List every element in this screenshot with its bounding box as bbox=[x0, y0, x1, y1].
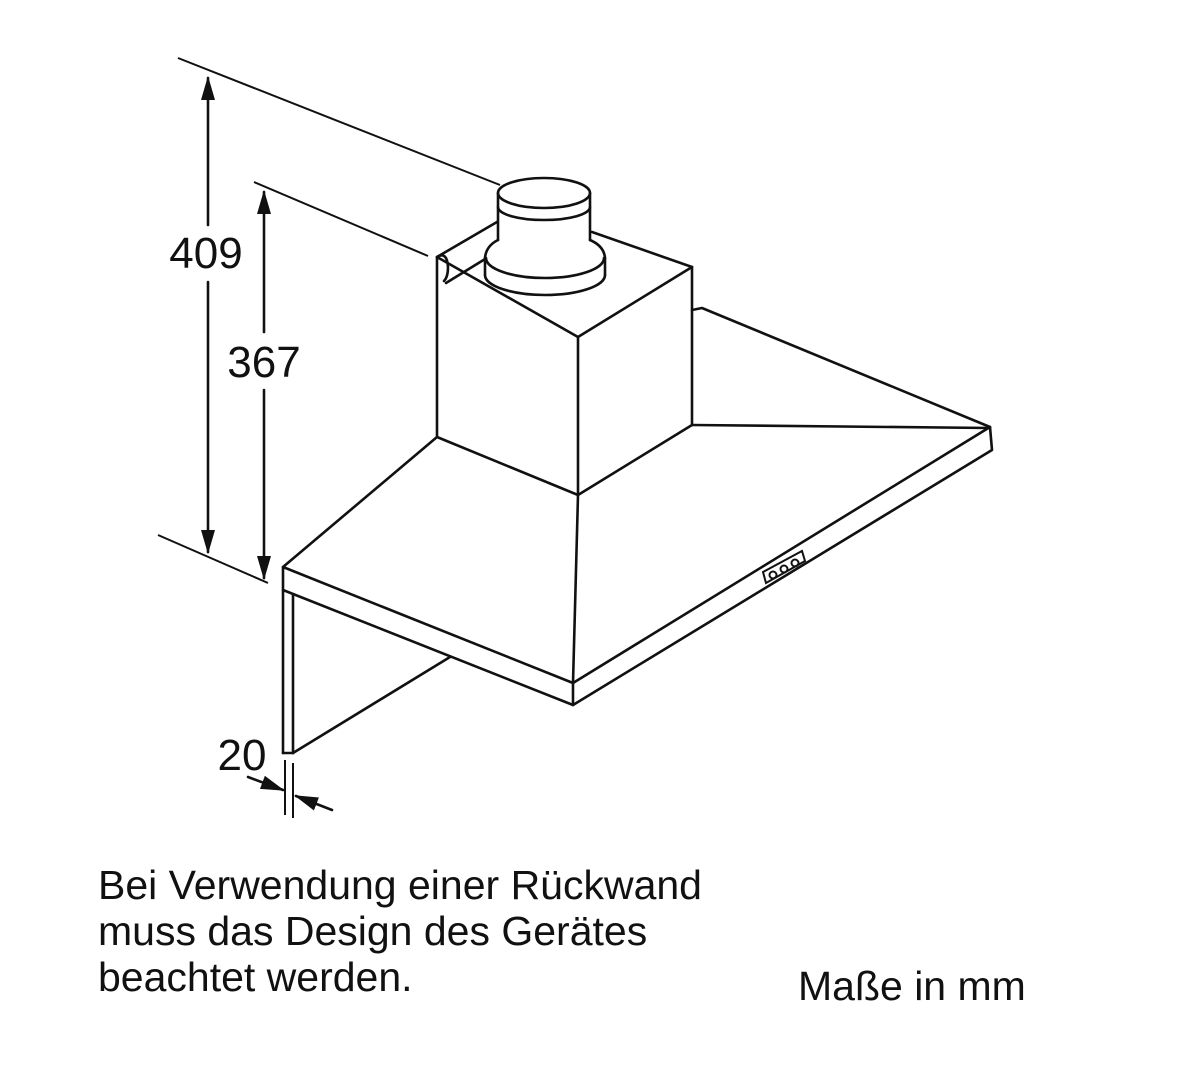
extension-line-duct bbox=[253, 181, 429, 257]
extension-line-bottom bbox=[157, 534, 269, 584]
canopy-rim bbox=[281, 425, 994, 707]
dimension-label-20: 20 bbox=[218, 731, 267, 780]
chimney-top-back-edge bbox=[435, 220, 499, 259]
duct-connector bbox=[483, 176, 607, 297]
back-panel-note: Bei Verwendung einer Rückwand muss das D… bbox=[98, 862, 702, 1000]
note-line: muss das Design des Gerätes bbox=[98, 908, 648, 954]
dimension-label-409: 409 bbox=[169, 229, 242, 278]
control-button bbox=[790, 558, 800, 568]
canopy-right-slope bbox=[690, 423, 992, 430]
extension-line-top bbox=[177, 57, 501, 186]
dimension-367: 367 bbox=[227, 181, 429, 580]
chimney-top-inner-edge bbox=[444, 254, 492, 285]
chimney-top-right-edge bbox=[590, 230, 694, 269]
control-panel bbox=[761, 549, 807, 585]
canopy-front-slope bbox=[571, 493, 580, 685]
dimension-409: 409 bbox=[157, 57, 501, 584]
note-line: beachtet werden. bbox=[98, 954, 413, 1000]
units-label: Maße in mm bbox=[798, 963, 1026, 1009]
chimney-base bbox=[435, 423, 694, 497]
control-button bbox=[768, 570, 778, 580]
note-line: Bei Verwendung einer Rückwand bbox=[98, 862, 702, 908]
back-panel bbox=[281, 588, 452, 755]
hood-body bbox=[281, 176, 994, 707]
chimney-hinge bbox=[435, 254, 450, 283]
canopy-left-slope bbox=[281, 435, 439, 569]
dimension-20: 20 bbox=[218, 731, 334, 818]
dimension-label-367: 367 bbox=[227, 338, 300, 387]
canopy-back-right-edge bbox=[690, 306, 992, 429]
chimney-top-front bbox=[435, 255, 694, 439]
control-button bbox=[779, 564, 789, 574]
